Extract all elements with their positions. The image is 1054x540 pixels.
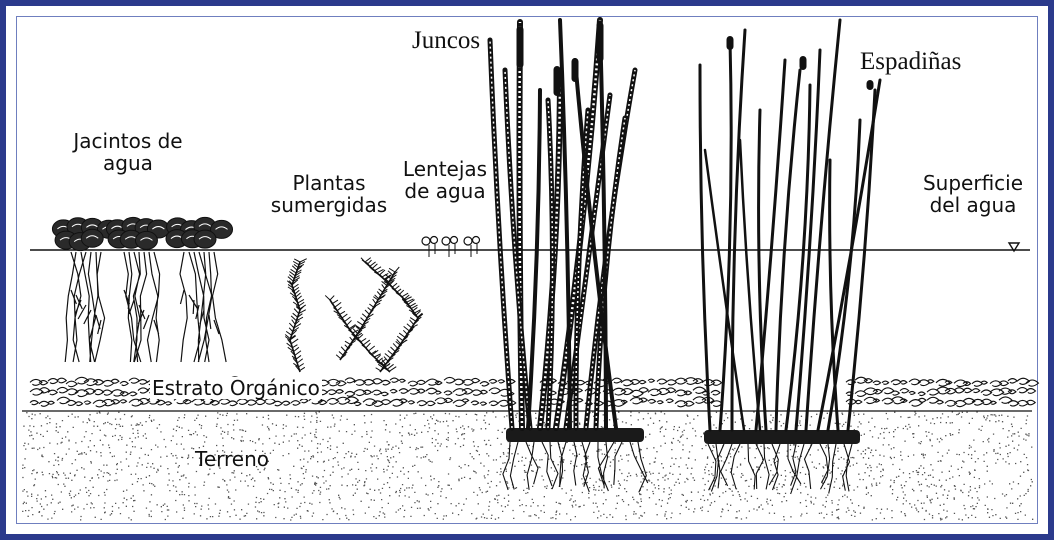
label-jacintos: Jacintos de agua	[58, 130, 198, 175]
plant-stem	[830, 160, 838, 430]
plant-roots	[503, 442, 648, 492]
label-superficie-line1: Superficie	[910, 172, 1036, 194]
seed-head	[517, 26, 524, 68]
plant-stem	[818, 80, 880, 430]
label-superficie: Superficie del agua	[910, 172, 1036, 217]
duckweed-frond	[473, 237, 480, 244]
hyacinth-roots	[180, 252, 226, 362]
submerged-plant-icon	[285, 258, 423, 372]
water-hyacinth-icon	[52, 217, 232, 362]
submerged-stem	[330, 300, 390, 372]
duckweed-icon	[422, 237, 480, 258]
duckweed-cluster	[464, 237, 480, 258]
hyacinth-leaf	[194, 230, 216, 248]
plant-stem	[705, 150, 744, 430]
plant-stem	[786, 85, 810, 430]
submerged-leaflets	[285, 259, 307, 371]
plant-stem	[796, 50, 820, 430]
plant-stem	[548, 100, 552, 428]
duckweed-frond	[422, 237, 430, 245]
label-espadinas: Espadiñas	[860, 48, 961, 76]
duckweed-frond	[431, 237, 438, 244]
label-plantas-line2: sumergidas	[266, 194, 392, 216]
label-lentejas-line1: Lentejas	[390, 158, 500, 180]
hyacinth-roots	[124, 252, 160, 362]
label-jacintos-line1: Jacintos de	[58, 130, 198, 152]
plant-stem	[720, 40, 731, 430]
duckweed-frond	[464, 237, 472, 245]
label-plantas-line1: Plantas	[266, 172, 392, 194]
submerged-plant	[285, 258, 423, 372]
label-superficie-line2: del agua	[910, 194, 1036, 216]
plant-stem	[700, 65, 710, 430]
hyacinth-leaf	[81, 229, 103, 247]
plant-stem	[828, 120, 860, 430]
label-lentejas: Lentejas de agua	[390, 158, 500, 203]
seed-head	[867, 80, 874, 90]
seed-head	[727, 36, 734, 50]
cattail-icon	[700, 20, 880, 494]
label-plantas: Plantas sumergidas	[266, 172, 392, 217]
label-juncos: Juncos	[412, 27, 480, 55]
seed-head	[554, 66, 561, 96]
plant-stem	[528, 90, 540, 428]
rhizome-mat	[704, 430, 860, 444]
label-lentejas-line2: de agua	[390, 180, 500, 202]
label-jacintos-line2: agua	[58, 152, 198, 174]
hyacinth-leaf	[135, 231, 157, 249]
duckweed-frond	[451, 237, 458, 244]
duckweed-cluster	[442, 237, 458, 258]
plant-stem	[740, 140, 760, 430]
seed-head	[597, 22, 604, 62]
duckweed-frond	[442, 237, 450, 245]
label-estrato-organico: Estrato Orgánico	[150, 377, 322, 399]
plant-stem	[732, 30, 745, 430]
seed-head	[800, 56, 807, 70]
water-hyacinth-plant	[106, 217, 169, 362]
plant-roots	[708, 444, 852, 494]
water-hyacinth-plant	[166, 217, 233, 362]
duckweed-cluster	[422, 237, 438, 258]
seed-head	[572, 58, 579, 82]
hyacinth-roots	[65, 252, 104, 362]
reed-icon	[490, 20, 648, 492]
label-terreno: Terreno	[195, 448, 269, 470]
